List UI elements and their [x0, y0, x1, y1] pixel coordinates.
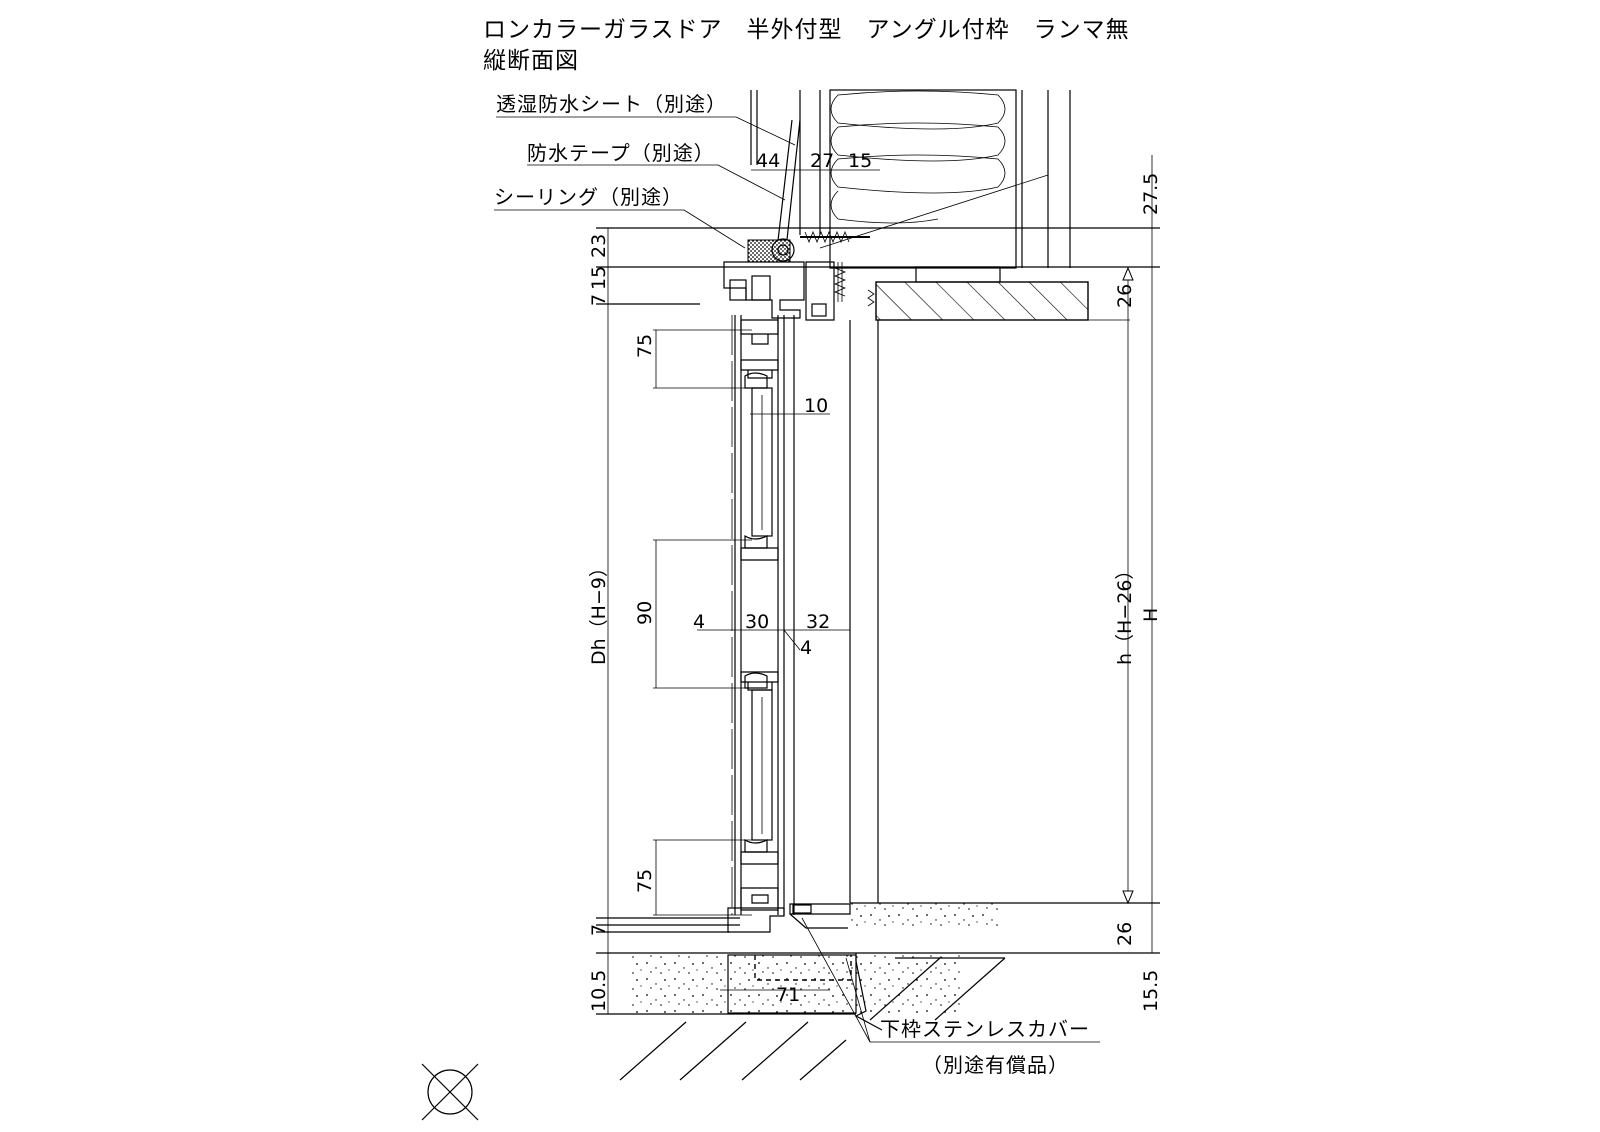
leader-lines: [494, 116, 1100, 1043]
dim-left-Dh: Dh（H−9）: [588, 558, 610, 665]
interior-symbol-icon: [421, 1063, 479, 1121]
dim-stile-4-b: 4: [800, 637, 812, 659]
dim-stile-30: 30: [745, 611, 769, 633]
dim-left-15: 15: [588, 266, 610, 290]
head-frame: [723, 230, 875, 321]
dim-left-75-bottom: 75: [634, 869, 656, 893]
dim-15: 15: [848, 150, 872, 172]
dim-stile-4: 4: [693, 611, 705, 633]
dim-right-27-5: 27.5: [1140, 173, 1162, 215]
sill-and-floor: [596, 902, 1160, 1081]
dim-right-26-top: 26: [1114, 284, 1136, 308]
dimension-lines: [607, 155, 1160, 1014]
door-leaf: [731, 315, 879, 915]
title-line-1: ロンカラーガラスドア 半外付型 アングル付枠 ランマ無: [483, 17, 1130, 43]
sealing-label: シーリング（別途）: [494, 185, 683, 209]
dim-sill-71: 71: [776, 984, 800, 1006]
dim-right-26-bottom: 26: [1114, 922, 1136, 946]
dim-right-H: H: [1140, 608, 1162, 622]
upper-wall-structure: [596, 89, 1160, 321]
moisture-sheet-label: 透湿防水シート（別途）: [496, 92, 727, 116]
dim-left-90: 90: [634, 601, 656, 625]
dim-left-7-bottom: 7: [588, 924, 610, 936]
dim-right-15-5: 15.5: [1140, 970, 1162, 1012]
dim-left-7-top: 7: [588, 294, 610, 306]
dim-glass-10: 10: [804, 395, 828, 417]
sill-cover-label-line-2: （別途有償品）: [922, 1053, 1069, 1077]
dim-stile-32: 32: [806, 611, 830, 633]
dim-44: 44: [756, 150, 780, 172]
dim-27: 27: [810, 150, 834, 172]
waterproof-tape-label: 防水テープ（別途）: [527, 141, 715, 165]
dim-left-10-5: 10.5: [588, 970, 610, 1012]
dim-left-23: 23: [588, 234, 610, 258]
dim-left-75-top: 75: [634, 334, 656, 358]
dim-right-h: h（H−26）: [1114, 561, 1136, 665]
sill-cover-label-line-1: 下枠ステンレスカバー: [880, 1017, 1090, 1041]
title-line-2: 縦断面図: [483, 48, 579, 74]
